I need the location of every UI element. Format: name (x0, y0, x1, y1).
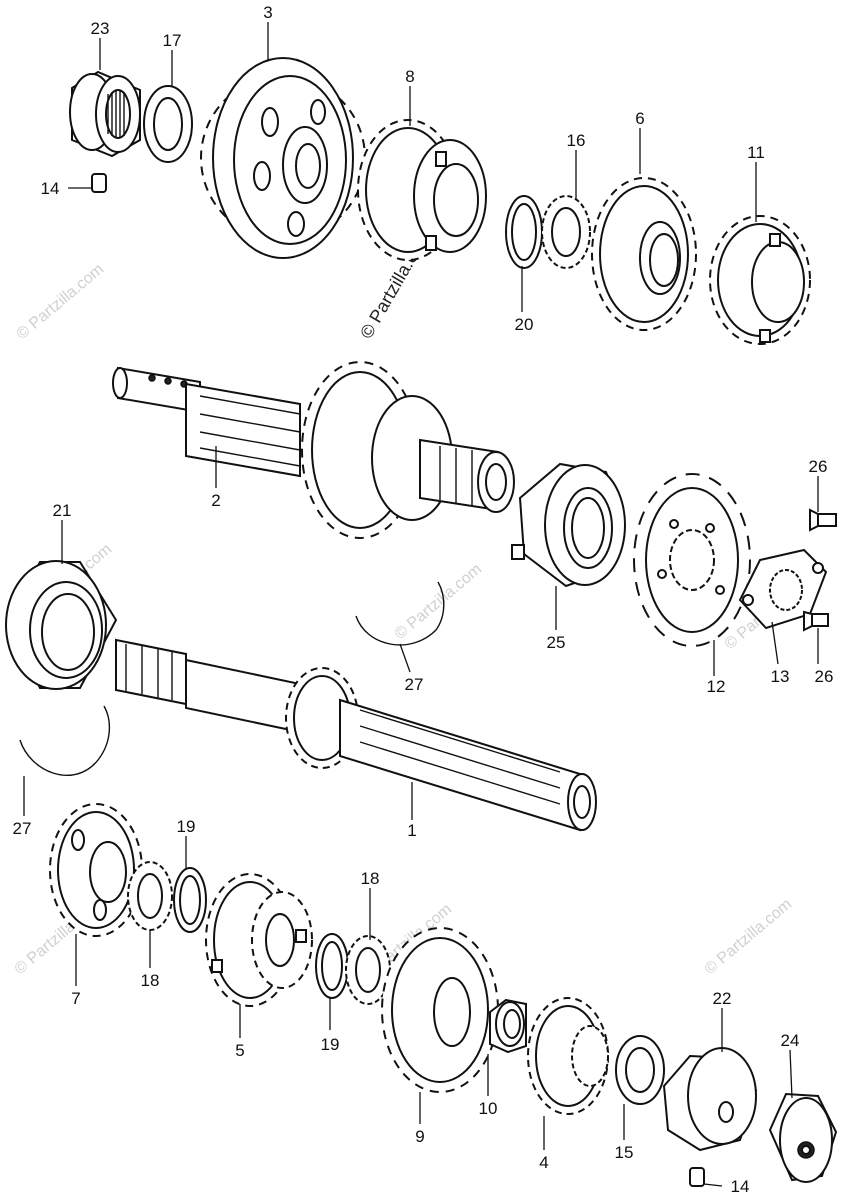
callout-1: 1 (407, 821, 416, 840)
callout-11: 11 (747, 143, 765, 162)
callout-22: 22 (713, 989, 732, 1008)
callout-3: 3 (263, 3, 272, 22)
callout-26-bottom: 26 (815, 667, 834, 686)
callout-27-upper: 27 (405, 675, 424, 694)
gear-7 (49, 803, 143, 937)
callout-21: 21 (53, 501, 72, 520)
callout-9: 9 (415, 1127, 424, 1146)
callout-14-bottom: 14 (731, 1177, 750, 1196)
bolt-26-top (809, 508, 837, 532)
callout-2: 2 (211, 491, 220, 510)
callout-15: 15 (615, 1143, 634, 1162)
callout-20: 20 (515, 315, 534, 334)
bolt-26-bottom (803, 610, 829, 632)
bushing-10 (489, 998, 527, 1054)
gear-9 (381, 927, 499, 1093)
callout-17: 17 (163, 31, 182, 50)
callout-24: 24 (781, 1031, 800, 1050)
callout-4: 4 (539, 1153, 548, 1172)
callout-26-top: 26 (809, 457, 828, 476)
large-gear-3 (200, 57, 366, 259)
circlip-19-left (173, 867, 207, 933)
gear-4 (527, 997, 609, 1115)
retaining-ring-27-lower (19, 705, 111, 777)
callout-13: 13 (771, 667, 790, 686)
thrust-washer-17 (143, 85, 193, 163)
callout-5: 5 (235, 1041, 244, 1060)
drive-sprocket-12 (633, 473, 751, 647)
callout-25: 25 (547, 633, 566, 652)
retaining-ring-27-upper (355, 581, 445, 646)
watermark: © Partzilla.com (14, 261, 108, 343)
watermark: © Partzilla.com (702, 896, 796, 978)
callout-19-right: 19 (321, 1035, 340, 1054)
callout-19-left: 19 (177, 817, 196, 836)
needle-bearing-23 (69, 70, 141, 158)
splined-washer-18-right (345, 935, 391, 1005)
callout-18-left: 18 (141, 971, 160, 990)
dowel-pin-14-bottom (689, 1167, 705, 1187)
gear-11 (709, 215, 811, 345)
splined-gear-8 (357, 119, 487, 261)
bearing-cup-22 (662, 1047, 758, 1152)
callout-16: 16 (567, 131, 586, 150)
callout-12: 12 (707, 677, 726, 696)
callout-18-right: 18 (361, 869, 380, 888)
washer-15 (615, 1035, 665, 1105)
gear-6 (591, 177, 697, 331)
callout-23: 23 (91, 19, 110, 38)
callout-8: 8 (405, 67, 414, 86)
countershaft-2 (112, 361, 515, 539)
cap-bearing-24 (768, 1092, 838, 1183)
fixing-plate-13 (738, 548, 828, 630)
callout-10: 10 (479, 1099, 498, 1118)
circlip-19-right (315, 933, 349, 999)
callout-14-top: 14 (41, 179, 60, 198)
callout-labels: 3 8 23 17 14 16 6 11 20 2 26 21 25 12 13… (13, 3, 834, 1196)
ball-bearing-21 (5, 560, 118, 690)
mainshaft-1 (115, 638, 597, 832)
gear-5 (205, 873, 313, 1007)
dowel-pin-14-top (91, 173, 107, 193)
collar-25 (511, 462, 626, 588)
circlip-20 (505, 195, 543, 269)
splined-washer-18-left (127, 861, 173, 931)
callout-27-lower: 27 (13, 819, 32, 838)
callout-7: 7 (71, 989, 80, 1008)
leader-lines (23, 22, 819, 1187)
watermark: © Partzilla.com (392, 561, 486, 643)
splined-washer-16 (541, 195, 591, 269)
callout-6: 6 (635, 109, 644, 128)
